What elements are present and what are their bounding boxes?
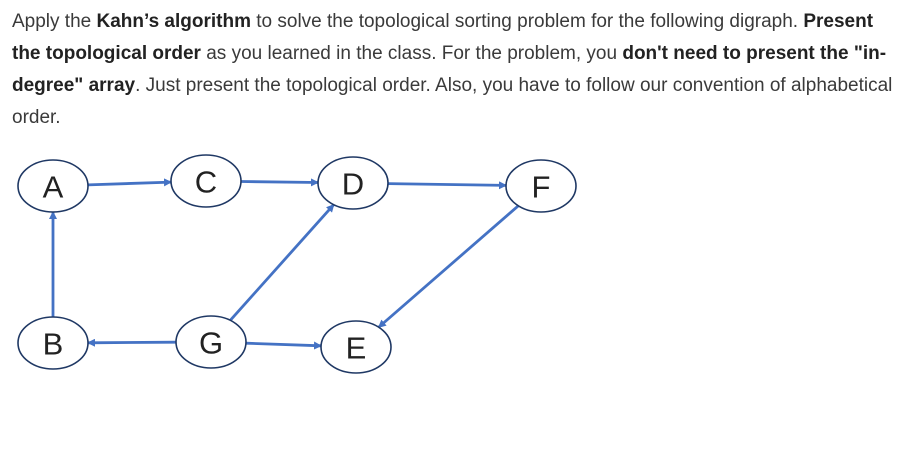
node-c: C: [170, 154, 242, 208]
question-emphasis: don't need to present the "in-degree" ar…: [12, 43, 887, 96]
node-ellipse: [17, 316, 89, 370]
node-g: G: [175, 315, 247, 369]
node-label: G: [199, 326, 223, 361]
node-label: A: [43, 170, 64, 205]
node-ellipse: [505, 159, 577, 213]
question-segment: to solve the topological sorting problem…: [250, 11, 804, 32]
node-b: B: [17, 316, 89, 370]
node-label: C: [195, 165, 217, 200]
edge-d-to-f: [387, 181, 507, 190]
edge-g-to-d: [229, 203, 335, 322]
node-ellipse: [170, 154, 242, 208]
node-f: F: [505, 159, 577, 213]
question-emphasis: Kahn’s algorithm: [96, 11, 251, 32]
edge-f-to-e: [377, 204, 520, 329]
node-ellipse: [320, 320, 392, 374]
question-segment: . Just present the topological order. Al…: [12, 75, 893, 128]
node-e: E: [320, 320, 392, 374]
question-segment: as you learned in the class. For the pro…: [200, 43, 623, 64]
node-d: D: [317, 156, 389, 210]
question-segment: Apply the: [12, 11, 97, 32]
edge-a-to-c: [87, 178, 172, 187]
edges: [49, 178, 520, 350]
question-emphasis: Present the topological order: [12, 11, 874, 64]
question-text: Apply the Kahn’s algorithm to solve the …: [12, 6, 897, 134]
nodes: A C D F B G E: [17, 154, 577, 374]
node-label: D: [342, 167, 364, 202]
node-label: E: [346, 331, 367, 366]
edge-g-to-e: [245, 341, 322, 350]
node-ellipse: [175, 315, 247, 369]
node-ellipse: [317, 156, 389, 210]
node-label: B: [43, 327, 64, 362]
node-label: F: [532, 170, 551, 205]
edge-g-to-b: [87, 338, 177, 347]
node-a: A: [17, 159, 89, 213]
node-ellipse: [17, 159, 89, 213]
edge-c-to-d: [240, 178, 319, 187]
